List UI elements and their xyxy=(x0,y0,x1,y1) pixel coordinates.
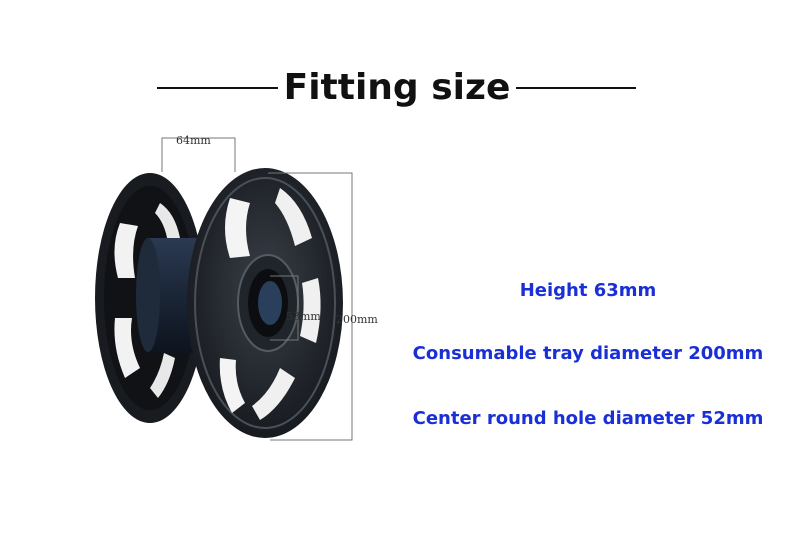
page-title: Fitting size xyxy=(283,67,511,108)
diameter-dimension-label: 200mm xyxy=(336,313,378,326)
title-rule-right xyxy=(516,87,636,89)
title-rule-left xyxy=(157,87,278,89)
front-flange xyxy=(187,168,343,438)
title-section: Fitting size xyxy=(0,60,790,116)
spec-tray-diameter: Consumable tray diameter 200mm xyxy=(412,343,764,364)
dimension-lines xyxy=(161,137,353,441)
width-dimension-label: 64mm xyxy=(176,134,211,147)
hole-dimension-label: 53mm xyxy=(286,310,321,323)
spool-diagram: 64mm 53mm 200mm xyxy=(95,134,378,441)
spec-height: Height 63mm xyxy=(519,280,657,301)
spec-hole-diameter: Center round hole diameter 52mm xyxy=(412,408,764,429)
